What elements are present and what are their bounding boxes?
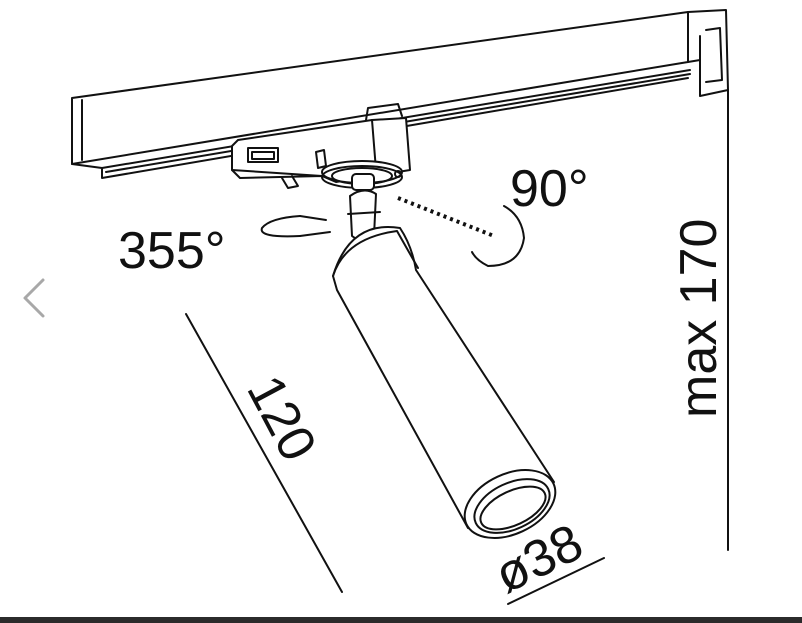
rotation-vertical-label: 90°: [510, 160, 589, 218]
tilt-dotted-line: [397, 196, 495, 238]
rotation-horizontal-arc: [260, 215, 301, 238]
bottom-bar: [0, 617, 802, 623]
max-height-label: max 170: [670, 219, 728, 418]
rotation-horizontal-label: 355°: [118, 222, 226, 280]
diameter-dimension-line: [507, 557, 605, 605]
rotation-vertical-arc: [471, 205, 525, 267]
length-dimension-line: [185, 313, 343, 593]
spotlight-cylinder: [332, 226, 557, 539]
rotation-disc: [321, 160, 403, 191]
previous-image-button[interactable]: [14, 270, 54, 326]
length-label: 120: [235, 366, 327, 470]
chevron-left-icon: [23, 278, 45, 318]
